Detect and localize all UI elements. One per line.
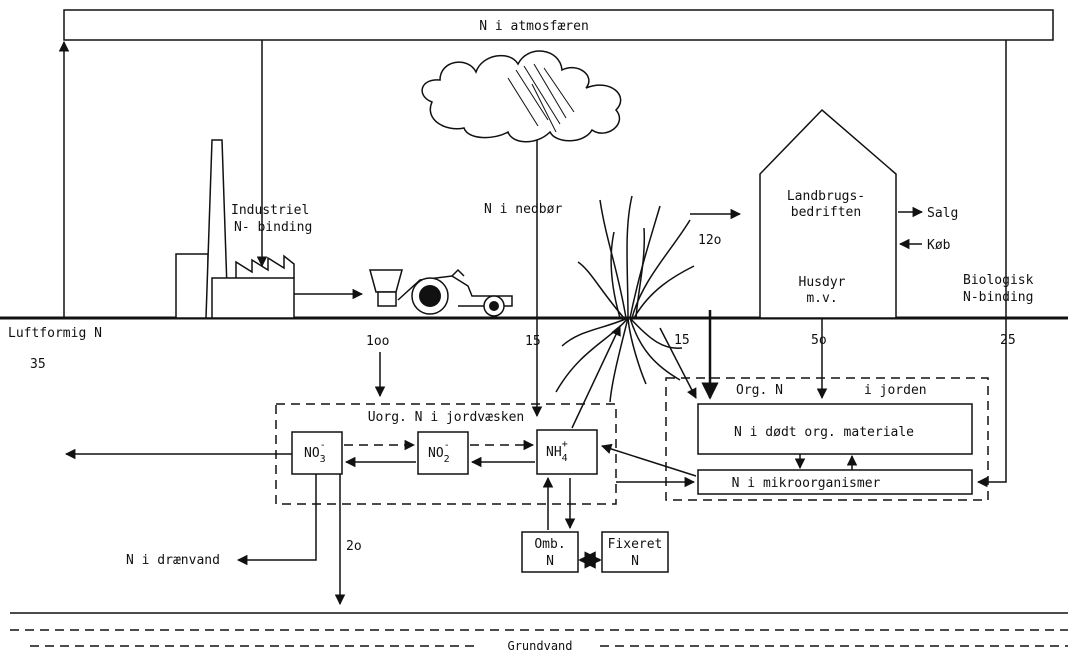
exchangeable-n-label-2: N (546, 554, 554, 569)
organic-n-label-1: Org. N (736, 383, 783, 398)
uptake-arrow (572, 326, 620, 428)
farm-input-value: 12o (698, 233, 721, 248)
leaching-value: 2o (346, 539, 362, 554)
dead-organic-matter-label: N i dødt org. materiale (734, 425, 914, 440)
plant-uptake-value: 15 (674, 333, 690, 348)
atmosphere-label: N i atmosfæren (479, 19, 589, 34)
livestock-label-1: Husdyr (799, 275, 846, 290)
biological-label-2: N-binding (963, 290, 1033, 305)
fixed-n-label-2: N (631, 554, 639, 569)
drainage-label: N i drænvand (126, 553, 220, 568)
plant-icon (556, 196, 694, 402)
industrial-label-1: Industriel (231, 203, 309, 218)
gaseous-n-value: 35 (30, 357, 46, 372)
fertilizer-value: 1oo (366, 334, 389, 349)
fixed-n-label-1: Fixeret (608, 537, 663, 552)
biological-fixation-arrow (978, 40, 1006, 482)
tractor-icon (370, 270, 512, 316)
precipitation-value: 15 (525, 334, 541, 349)
precipitation-label: N i nedbør (484, 202, 562, 217)
drainage-arrow (238, 474, 316, 560)
farm-label-1: Landbrugs- (787, 189, 865, 204)
cloud-icon (422, 51, 621, 142)
microorganisms-label: N i mikroorganismer (732, 476, 881, 491)
industrial-label-2: N- binding (234, 220, 312, 235)
soil-solution-label: Uorg. N i jordvæsken (368, 410, 525, 425)
organic-n-label-2: i jorden (864, 383, 927, 398)
biological-fixation-value: 25 (1000, 333, 1016, 348)
livestock-label-2: m.v. (806, 291, 837, 306)
groundwater-label: Grundvand (507, 639, 572, 653)
biological-label-1: Biologisk (963, 273, 1034, 288)
farm-label-2: bedriften (791, 205, 861, 220)
manure-value: 5o (811, 333, 827, 348)
sale-label: Salg (927, 206, 958, 221)
purchase-label: Køb (927, 238, 951, 253)
exchangeable-n-label-1: Omb. (534, 537, 565, 552)
gaseous-n-label: Luftformig N (8, 326, 102, 341)
